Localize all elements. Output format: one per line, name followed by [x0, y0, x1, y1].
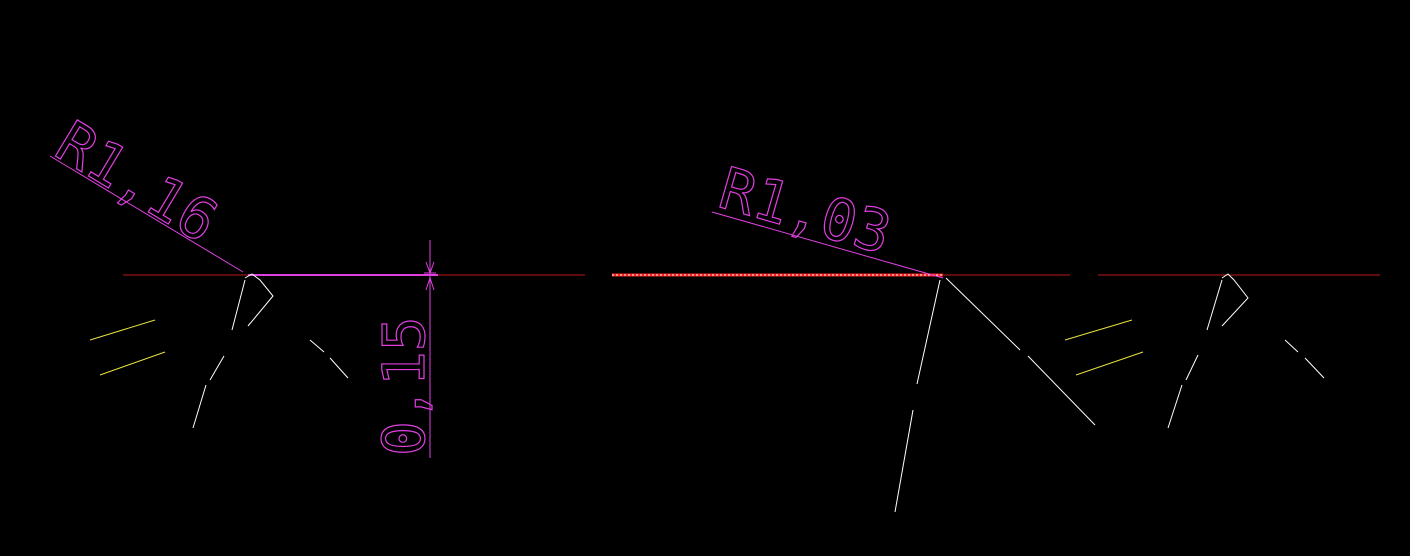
arrow-bottom — [425, 276, 435, 291]
linear-label-1: 0,15 — [370, 316, 438, 456]
radius-label-1: R1,16 — [45, 108, 230, 256]
radius-label-2: R1,03 — [712, 154, 899, 267]
tool-profile-left[interactable] — [192, 273, 349, 429]
radius-leader-1 — [49, 155, 244, 273]
radius-leader-2 — [711, 211, 944, 279]
hatch-left — [89, 319, 166, 376]
radius-dimension-1[interactable]: R1,16 — [44, 107, 244, 273]
radius-dimension-2[interactable]: R1,03 — [711, 153, 944, 279]
tool-profile-middle[interactable] — [894, 277, 1096, 513]
tool-profile-right[interactable] — [1167, 273, 1325, 429]
hatch-right — [1064, 319, 1144, 376]
linear-dimension-1[interactable]: 0,15 — [369, 240, 439, 458]
